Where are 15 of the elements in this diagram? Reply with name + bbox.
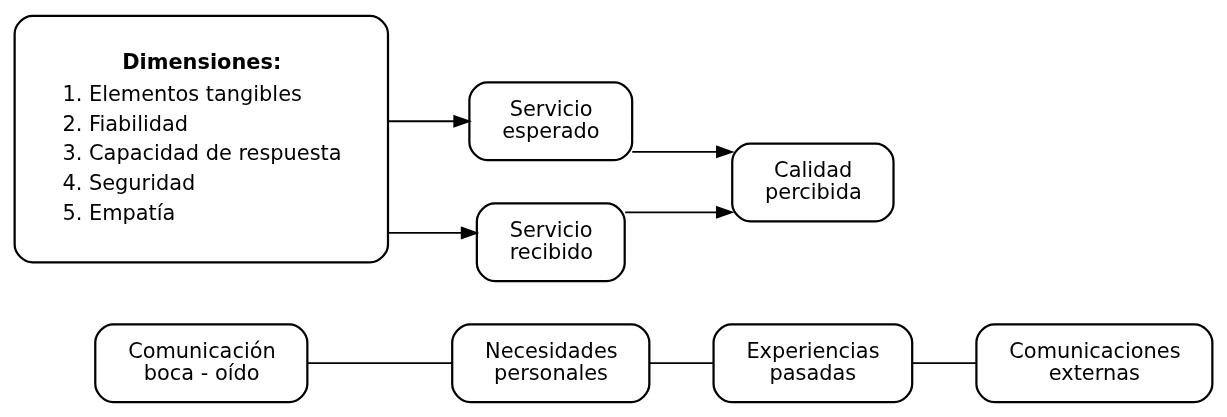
- arrow: [624, 205, 735, 219]
- node-box: Servicio esperado: [468, 80, 634, 161]
- node-box: Calidad percibida: [731, 142, 895, 222]
- node-box: Dimensiones: 1. Elementos tangibles 2. Fiabilidad 3. Capacidad de respuesta 4. Seguridad 5. Empatía: [13, 14, 390, 263]
- connector: [306, 361, 454, 364]
- arrow: [631, 144, 735, 158]
- arrow: [387, 114, 472, 128]
- node-box: Necesidades personales: [451, 322, 651, 403]
- node-box: Comunicación boca - oído: [94, 322, 309, 403]
- node-box: Comunicaciones externas: [975, 322, 1214, 403]
- node-box: Experiencias pasadas: [712, 322, 914, 403]
- connector: [911, 361, 977, 364]
- node-box: Servicio recibido: [475, 201, 626, 282]
- arrow: [387, 225, 480, 239]
- connector: [648, 361, 715, 364]
